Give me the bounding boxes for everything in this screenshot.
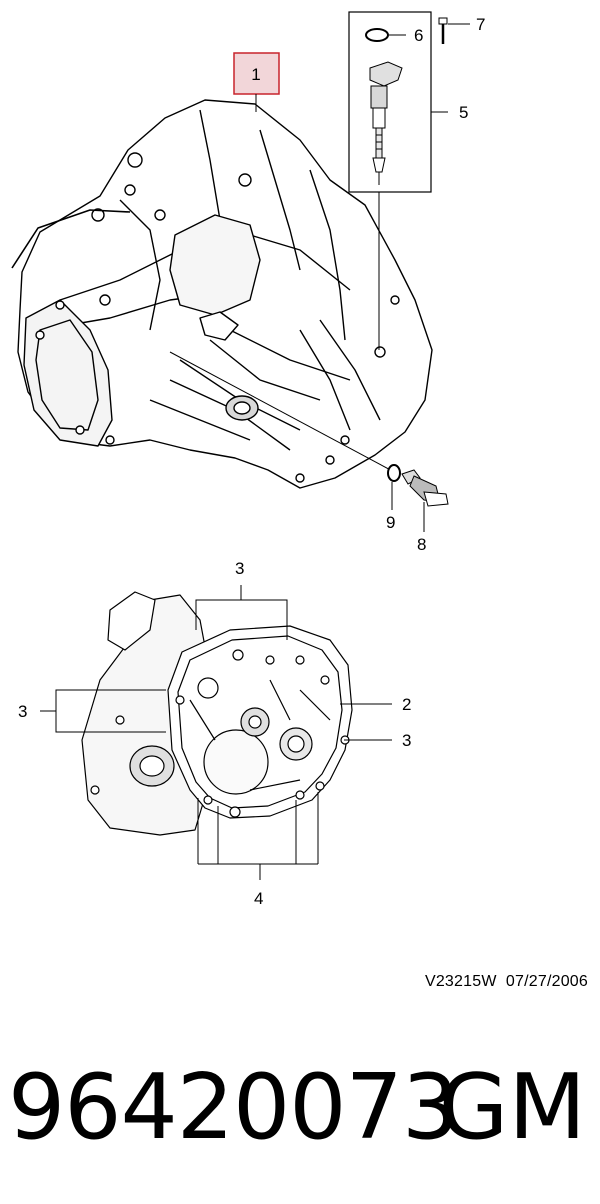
callout-3-right: 3 bbox=[402, 731, 411, 750]
leader-bracket-4 bbox=[197, 792, 319, 880]
callout-4: 4 bbox=[254, 889, 263, 908]
callout-6: 6 bbox=[414, 26, 423, 45]
callout-2: 2 bbox=[402, 695, 411, 714]
callout-3-top: 3 bbox=[235, 559, 244, 578]
speed-sensor-part bbox=[369, 61, 403, 185]
part-number: 96420073 bbox=[8, 1055, 459, 1160]
callout-5: 5 bbox=[459, 103, 468, 122]
drawing-id-and-date: V23215W 07/27/2006 bbox=[425, 973, 588, 991]
bell-housing-illustration bbox=[81, 591, 353, 836]
callout-7: 7 bbox=[476, 15, 485, 34]
callout-8: 8 bbox=[417, 535, 426, 554]
callout-9: 9 bbox=[386, 513, 395, 532]
callout-1-highlight-box[interactable] bbox=[233, 52, 280, 95]
callout-1-group[interactable]: 1 bbox=[233, 52, 280, 112]
transmission-housing-illustration bbox=[11, 99, 433, 489]
bolt-part bbox=[438, 17, 448, 44]
brand-name: GM bbox=[438, 1055, 586, 1160]
drawing-id: V23215W bbox=[424, 973, 497, 990]
callout-1: 1 bbox=[251, 65, 260, 84]
leader-bracket-3-left bbox=[40, 689, 166, 733]
exploded-parts-diagram: 1 5 6 7 bbox=[11, 11, 485, 908]
o-ring-part bbox=[365, 28, 389, 42]
temperature-sensor-part bbox=[169, 351, 449, 507]
callout-3-left: 3 bbox=[18, 702, 27, 721]
sensor-kit-box bbox=[348, 11, 470, 350]
leader-bracket-3-top bbox=[195, 585, 288, 640]
drawing-date: 07/27/2006 bbox=[505, 973, 588, 990]
